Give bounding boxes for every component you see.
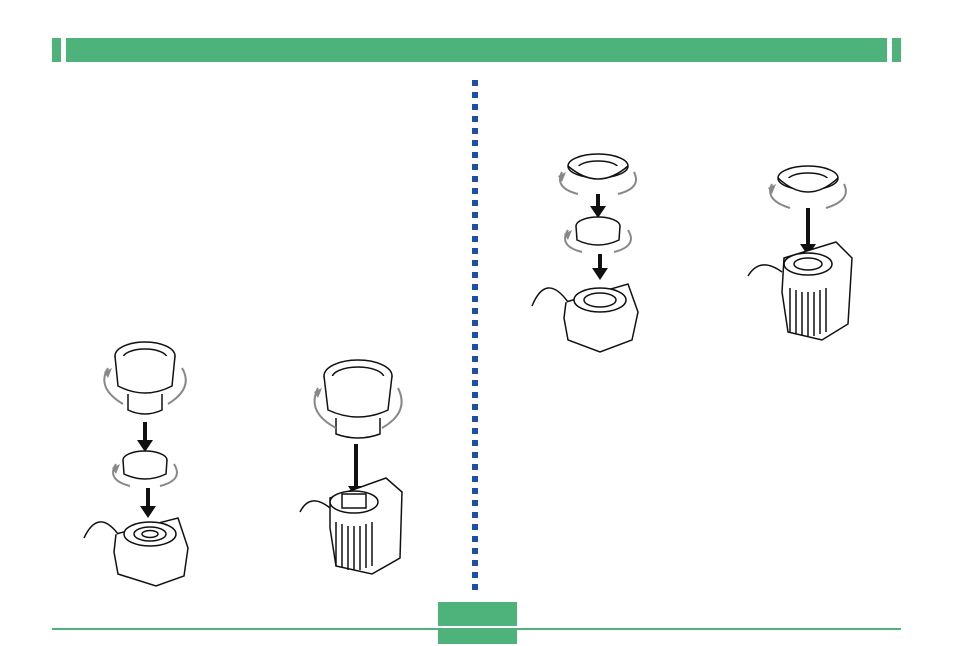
header-bar bbox=[52, 38, 901, 62]
lens-adapter-rotate-icon bbox=[528, 146, 646, 354]
divider-dot bbox=[472, 440, 478, 446]
divider-dot bbox=[472, 248, 478, 254]
divider-dot bbox=[472, 236, 478, 242]
divider-dot bbox=[472, 404, 478, 410]
illustration-small-lens-direct bbox=[744, 160, 856, 346]
lens-direct-mount-icon bbox=[296, 352, 412, 582]
divider-dot bbox=[472, 368, 478, 374]
divider-dot bbox=[472, 524, 478, 530]
divider-dot bbox=[472, 80, 478, 86]
divider-dot bbox=[472, 560, 478, 566]
header-bar-left-cap bbox=[52, 38, 61, 62]
page-tab-top bbox=[438, 602, 517, 626]
divider-dot bbox=[472, 140, 478, 146]
divider-dot bbox=[472, 500, 478, 506]
divider-dot bbox=[472, 548, 478, 554]
illustration-small-lens-adapter bbox=[528, 146, 646, 354]
divider-dot bbox=[472, 188, 478, 194]
page-number-tab bbox=[438, 602, 517, 644]
lens-adapter-rotate-icon bbox=[78, 338, 208, 590]
divider-dot bbox=[472, 356, 478, 362]
divider-dot bbox=[472, 308, 478, 314]
divider-dot bbox=[472, 224, 478, 230]
divider-dot bbox=[472, 104, 478, 110]
divider-dot bbox=[472, 164, 478, 170]
divider-dot bbox=[472, 380, 478, 386]
divider-dot bbox=[472, 392, 478, 398]
divider-dot bbox=[472, 92, 478, 98]
divider-dot bbox=[472, 176, 478, 182]
divider-dot bbox=[472, 416, 478, 422]
divider-dot bbox=[472, 320, 478, 326]
divider-dot bbox=[472, 128, 478, 134]
divider-dot bbox=[472, 212, 478, 218]
divider-dot bbox=[472, 284, 478, 290]
divider-dot bbox=[472, 272, 478, 278]
divider-dot bbox=[472, 572, 478, 578]
header-bar-main bbox=[66, 38, 887, 62]
divider-dot bbox=[472, 428, 478, 434]
divider-dot bbox=[472, 464, 478, 470]
divider-dot bbox=[472, 584, 478, 590]
page-tab-bottom bbox=[438, 630, 517, 644]
header-bar-right-cap bbox=[892, 38, 901, 62]
divider-dot bbox=[472, 344, 478, 350]
divider-dot bbox=[472, 116, 478, 122]
divider-dot bbox=[472, 512, 478, 518]
divider-dot bbox=[472, 488, 478, 494]
illustration-large-lens-adapter bbox=[78, 338, 208, 590]
divider-dot bbox=[472, 296, 478, 302]
divider-dot bbox=[472, 200, 478, 206]
divider-dot bbox=[472, 332, 478, 338]
illustration-large-lens-direct bbox=[296, 352, 412, 582]
divider-dot bbox=[472, 536, 478, 542]
divider-dot bbox=[472, 476, 478, 482]
column-divider bbox=[472, 80, 480, 592]
divider-dot bbox=[472, 152, 478, 158]
divider-dot bbox=[472, 452, 478, 458]
divider-dot bbox=[472, 260, 478, 266]
lens-direct-mount-icon bbox=[744, 160, 856, 346]
